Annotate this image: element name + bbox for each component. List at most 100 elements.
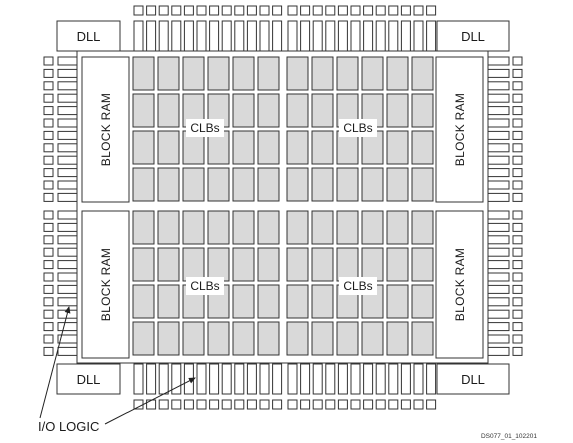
clb-block (157, 167, 180, 202)
io-logic-cell (388, 363, 399, 395)
clbs-label: CLBs (343, 279, 372, 293)
io-pad (221, 5, 232, 16)
clb-block (386, 321, 409, 356)
dll-bottom-right: DLL (436, 363, 510, 395)
io-logic-cell (57, 322, 78, 332)
io-pad (512, 222, 523, 232)
block-ram-label: BLOCK RAM (453, 248, 467, 321)
clb-block (411, 210, 434, 245)
io-logic-cell (400, 20, 411, 52)
clb-block (286, 247, 309, 282)
io-pad (259, 399, 270, 410)
clb-block (232, 56, 255, 91)
io-pad (287, 5, 298, 16)
io-logic-cell (57, 247, 78, 257)
clb-block (361, 247, 384, 282)
clb-grid (132, 56, 434, 356)
io-pad (512, 143, 523, 153)
clb-block (257, 284, 280, 319)
io-logic-cell (221, 363, 232, 395)
io-logic-cell (350, 363, 361, 395)
io-pad (512, 130, 523, 140)
clb-block (336, 247, 359, 282)
clb-block (157, 284, 180, 319)
io-pad (43, 346, 54, 356)
io-logic-cell (57, 284, 78, 294)
core-frame (76, 50, 489, 364)
clbs-label-top-right: CLBs (339, 119, 377, 137)
clb-block (232, 93, 255, 128)
io-logic-cell (171, 363, 182, 395)
io-pad (43, 68, 54, 78)
io-logic-cell (487, 235, 510, 245)
clb-block (286, 93, 309, 128)
io-pad (512, 93, 523, 103)
io-pad (43, 322, 54, 332)
io-pad (246, 5, 257, 16)
io-logic-cell (133, 20, 144, 52)
io-pad (388, 399, 399, 410)
clbs-label-bottom-right: CLBs (339, 277, 377, 295)
io-logic-cell (57, 272, 78, 282)
clb-block (411, 167, 434, 202)
clb-block (336, 167, 359, 202)
io-pad (512, 118, 523, 128)
io-pad (43, 235, 54, 245)
clb-block (411, 284, 434, 319)
dll-top-right: DLL (436, 20, 510, 52)
clb-block (132, 93, 155, 128)
io-logic-cell (400, 363, 411, 395)
io-logic-cell (300, 363, 311, 395)
io-logic-cell (363, 363, 374, 395)
io-pad (337, 5, 348, 16)
clb-block (157, 247, 180, 282)
clb-block (257, 130, 280, 165)
io-pad (209, 5, 220, 16)
io-pad (196, 399, 207, 410)
io-logic-cell (337, 363, 348, 395)
clb-block (257, 247, 280, 282)
io-logic-cell (57, 180, 78, 190)
io-pad (272, 399, 283, 410)
io-pad (512, 334, 523, 344)
io-logic-cell (57, 143, 78, 153)
io-pad (43, 284, 54, 294)
io-logic-cell (487, 93, 510, 103)
io-pad (300, 399, 311, 410)
clb-block (207, 210, 230, 245)
dll-top-left: DLL (56, 20, 121, 52)
io-logic-cell (57, 210, 78, 220)
block-ram-bottom-left: BLOCK RAM (81, 210, 130, 359)
io-logic-cell (487, 192, 510, 202)
block-ram-label: BLOCK RAM (99, 248, 113, 321)
io-logic-cell (487, 284, 510, 294)
io-logic-cell (487, 297, 510, 307)
io-pad (183, 399, 194, 410)
clb-block (132, 284, 155, 319)
clb-block (386, 247, 409, 282)
io-logic-label: I/O LOGIC (38, 419, 99, 434)
io-logic-cell (234, 20, 245, 52)
clb-block (311, 167, 334, 202)
clb-block (157, 93, 180, 128)
io-logic-cell (312, 363, 323, 395)
io-logic-cell (196, 20, 207, 52)
io-pad (512, 284, 523, 294)
clb-block (286, 210, 309, 245)
io-logic-cell (487, 168, 510, 178)
io-pad (300, 5, 311, 16)
io-logic-cell (487, 210, 510, 220)
io-pad (183, 5, 194, 16)
clb-block (132, 321, 155, 356)
io-pad (43, 334, 54, 344)
io-logic-cell (426, 363, 437, 395)
io-logic-cell (57, 297, 78, 307)
io-logic-cell (57, 192, 78, 202)
clb-block (182, 210, 205, 245)
io-pad (43, 155, 54, 165)
io-logic-cell (221, 20, 232, 52)
clb-block (232, 130, 255, 165)
io-logic-cell (363, 20, 374, 52)
io-pad (43, 168, 54, 178)
clb-block (232, 247, 255, 282)
